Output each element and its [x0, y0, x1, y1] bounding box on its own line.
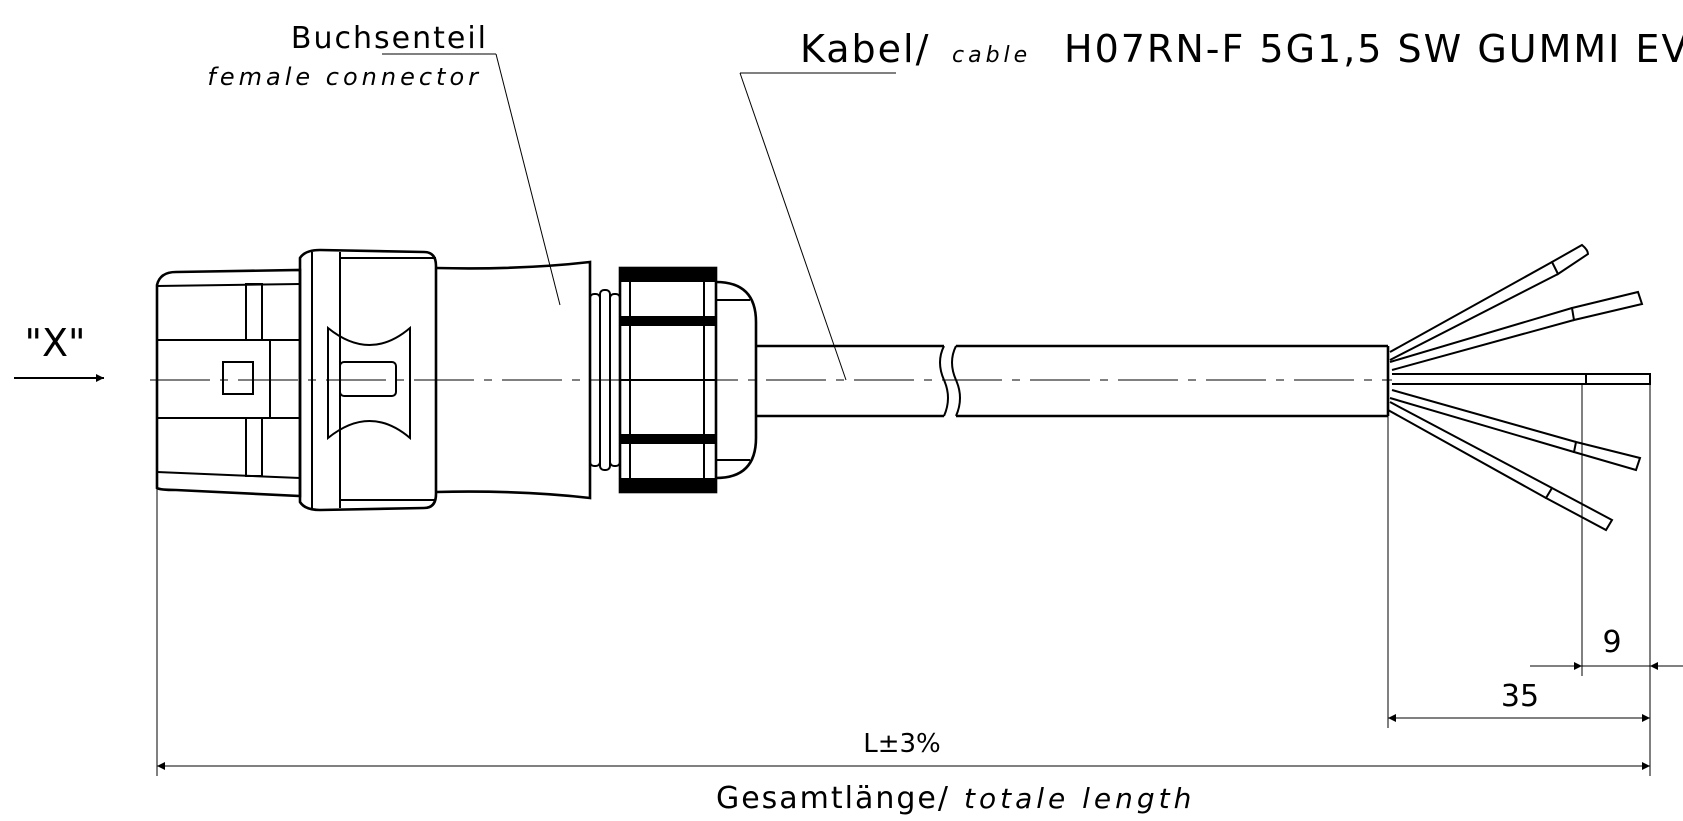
female-connector-label-en: female connector [207, 63, 482, 91]
view-x-label: "X" [25, 321, 86, 365]
cable-label-de: Kabel/ [800, 27, 930, 71]
dimension-9-value: 9 [1602, 625, 1621, 660]
cable-leader-line [739, 72, 847, 381]
cable-spec-label: H07RN-F 5G1,5 SW GUMMI EV [1064, 27, 1683, 71]
total-length-value: L±3% [863, 729, 941, 759]
cable-sheath [756, 344, 1390, 418]
connector-leader-line [495, 53, 561, 306]
total-length-caption: Gesamtlänge/ [716, 781, 950, 816]
cable-label-en: cable [952, 43, 1031, 68]
dimension-total-length: L±3% Gesamtlänge/ totale length [157, 729, 1650, 816]
dimension-35-value: 35 [1501, 679, 1539, 714]
wire-cores [1387, 243, 1651, 532]
total-length-caption-en: totale length [964, 782, 1195, 815]
dimension-35: 35 [1388, 679, 1650, 722]
female-connector-label-de: Buchsenteil [291, 21, 488, 56]
dimension-9: 9 [1530, 625, 1683, 670]
